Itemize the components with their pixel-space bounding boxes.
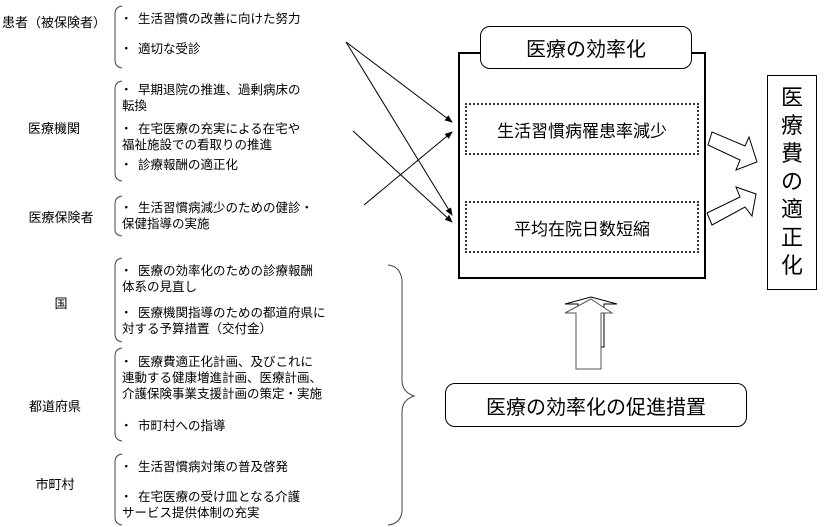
measure-text: 介護保険事業支援計画の策定・実施: [122, 386, 323, 401]
measure-item: ・生活習慣の改善に向けた努力: [120, 11, 301, 27]
arrow-patients-to-lifestyle: [345, 41, 453, 123]
measure-text: 転換: [122, 98, 148, 113]
measure-item: ・適切な受診: [120, 41, 201, 57]
measure-item: ・生活習慣病対策の普及啓発: [120, 459, 288, 475]
measure-text: 市町村への指導: [138, 418, 226, 433]
promotion-measures-box: 医療の効率化の促進措置: [445, 383, 747, 427]
measure-text: 診療報酬の適正化: [138, 157, 239, 172]
measure-text: 生活習慣の改善に向けた努力: [138, 11, 301, 26]
bullet-icon: ・: [120, 82, 133, 97]
goal-char: 医: [780, 85, 803, 111]
measure-text: 医療の効率化のための診療報酬: [138, 263, 314, 278]
measure-item: ・医療機関指導のための都道府県に 対する予算措置（交付金）: [120, 305, 326, 337]
block-arrow-lifestyle-to-goal: [707, 131, 758, 171]
bullet-icon: ・: [120, 459, 133, 474]
measure-item: ・市町村への指導: [120, 418, 226, 434]
measure-text: 適切な受診: [138, 41, 201, 56]
measure-item: ・医療の効率化のための診療報酬 体系の見直し: [120, 263, 313, 295]
measure-text: 早期退院の推進、過剰病床の: [138, 82, 301, 97]
actor-label-prefectures: 都道府県: [28, 400, 81, 415]
arrow-patients-to-stay: [345, 41, 453, 216]
connector-arrows: [345, 41, 453, 223]
measure-text: 生活習慣病減少のための健診・: [138, 200, 314, 215]
bullet-icon: ・: [120, 305, 133, 320]
actor-label-insurers: 医療保険者: [28, 211, 94, 226]
measure-text: 体系の見直し: [122, 279, 198, 294]
measure-item: ・在宅医療の充実による在宅や 福祉施設での看取りの推進: [120, 121, 300, 153]
bracket-patients: [114, 5, 123, 69]
bracket-municipalities: [114, 453, 123, 526]
bullet-icon: ・: [120, 354, 133, 369]
bullet-icon: ・: [120, 157, 133, 172]
actor-label-medical-institutions: 医療機関: [27, 122, 80, 137]
measure-item: ・在宅医療の受け皿となる介護 サービス提供体制の充実: [120, 489, 300, 521]
measure-item: ・診療報酬の適正化: [120, 157, 238, 173]
actor-label-patients: 患者（被保険者）: [1, 16, 106, 31]
outcome-hospital-stay-reduction: 平均在院日数短縮: [465, 201, 699, 253]
bullet-icon: ・: [120, 200, 133, 215]
bullet-icon: ・: [120, 11, 133, 26]
measure-text: 在宅医療の受け皿となる介護: [138, 489, 301, 504]
efficiency-box: [458, 52, 706, 279]
measure-text: 対する予算措置（交付金）: [122, 321, 273, 336]
outcome-lifestyle-disease-reduction: 生活習慣病罹患率減少: [465, 103, 699, 155]
bracket-insurers: [114, 195, 123, 237]
measure-text: 医療費適正化計画、及びこれに: [138, 354, 314, 369]
bullet-icon: ・: [120, 263, 133, 278]
efficiency-title: 医療の効率化: [480, 26, 692, 69]
block-arrow-stay-to-goal: [706, 186, 757, 226]
bracket-prefectures: [114, 347, 123, 442]
bullet-icon: ・: [120, 489, 133, 504]
outcome-text: 生活習慣病罹患率減少: [497, 121, 667, 142]
bracket-national: [114, 257, 123, 343]
measure-text: 福祉施設での看取りの推進: [122, 137, 273, 152]
goal-char: 適: [780, 197, 803, 223]
measure-item: ・生活習慣病減少のための健診・ 保健指導の実施: [120, 200, 313, 232]
goal-char: の: [780, 169, 803, 195]
bullet-icon: ・: [120, 41, 133, 56]
actor-label-national-government: 国: [54, 297, 68, 312]
arrow-institutions-to-stay: [352, 130, 453, 223]
goal-box: 医 療 費 の 適 正 化: [767, 75, 817, 290]
goal-char: 正: [780, 225, 803, 251]
measure-item: ・早期退院の推進、過剰病床の 転換: [120, 82, 301, 114]
measure-text: 生活習慣病対策の普及啓発: [138, 459, 289, 474]
measure-text: 連動する健康増進計画、医療計画、: [122, 370, 323, 385]
measure-text: 医療機関指導のための都道府県に: [138, 305, 326, 320]
bullet-icon: ・: [120, 418, 133, 433]
efficiency-title-text: 医療の効率化: [526, 37, 646, 61]
promotion-measures-text: 医療の効率化の促進措置: [486, 394, 706, 419]
left-brackets: [114, 5, 123, 526]
arrow-insurers-to-lifestyle: [363, 131, 453, 206]
outcome-text: 平均在院日数短縮: [514, 219, 650, 240]
bracket-medical-institutions: [114, 80, 123, 182]
measure-text: サービス提供体制の充実: [122, 505, 260, 520]
goal-char: 化: [780, 253, 803, 279]
measure-item: ・医療費適正化計画、及びこれに 連動する健康増進計画、医療計画、 介護保険事業支…: [120, 354, 322, 402]
actor-label-municipalities: 市町村: [35, 478, 75, 493]
measure-text: 在宅医療の充実による在宅や: [138, 121, 301, 136]
measure-text: 保健指導の実施: [122, 216, 210, 231]
right-curly-brace: [387, 264, 416, 526]
goal-char: 費: [780, 141, 803, 167]
bullet-icon: ・: [120, 121, 133, 136]
goal-char: 療: [780, 113, 803, 139]
